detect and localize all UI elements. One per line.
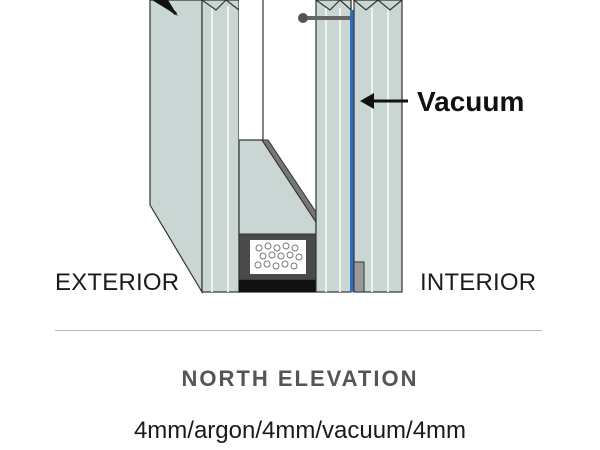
exterior-label: EXTERIOR bbox=[55, 269, 180, 296]
glazing-spec: 4mm/argon/4mm/vacuum/4mm bbox=[133, 417, 467, 444]
divider bbox=[55, 330, 542, 331]
sealant bbox=[239, 280, 316, 292]
arrow-pointer-stem bbox=[159, 0, 177, 16]
interior-pane-edge bbox=[353, 0, 403, 293]
vacuum-gap-line bbox=[350, 10, 354, 292]
argon-gap bbox=[239, 0, 316, 140]
vacuum-edge-seal bbox=[353, 261, 365, 293]
vacuum-label: Vacuum bbox=[417, 86, 525, 117]
arrow-left-icon bbox=[360, 93, 408, 109]
glazing-diagram bbox=[149, 0, 408, 295]
interior-label: INTERIOR bbox=[420, 269, 537, 296]
elevation-title: NORTH ELEVATION bbox=[181, 366, 419, 391]
middle-pane-edge bbox=[315, 0, 352, 293]
exterior-pane-edge bbox=[201, 0, 240, 293]
exterior-pane-face bbox=[149, 0, 203, 295]
